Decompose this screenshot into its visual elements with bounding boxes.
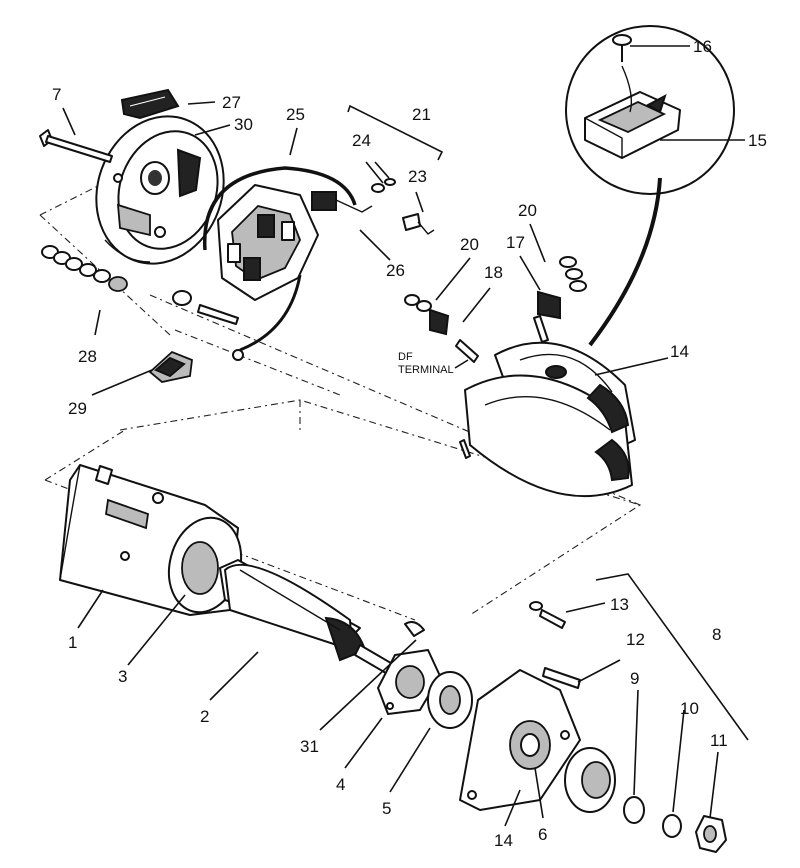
nut-11 bbox=[695, 815, 727, 853]
lock-washer-10 bbox=[662, 814, 682, 838]
screw-13 bbox=[539, 609, 566, 629]
terminal-hardware bbox=[404, 256, 587, 363]
small-hardware-23-24 bbox=[371, 178, 435, 235]
washer-stack-27 bbox=[41, 245, 128, 292]
callout-18: 17 bbox=[506, 233, 525, 252]
callout-13: 13 bbox=[610, 595, 629, 614]
leader-lines bbox=[62, 45, 745, 827]
df-terminal-label: DF TERMINAL bbox=[398, 351, 469, 376]
callout-23: 23 bbox=[408, 167, 427, 186]
screw-16 bbox=[612, 34, 632, 62]
callout-16: 16 bbox=[693, 37, 712, 56]
callout-21-upper: 20 bbox=[518, 201, 537, 220]
callout-24: 24 bbox=[352, 131, 371, 150]
callout-6: 6 bbox=[538, 825, 547, 844]
inset-detail-brush-holder bbox=[565, 25, 735, 347]
washer-9 bbox=[623, 796, 645, 824]
terminal-label: TERMINAL bbox=[398, 364, 454, 376]
callout-3: 3 bbox=[118, 667, 127, 686]
drive-end-frame-14 bbox=[459, 667, 581, 811]
callout-30: 30 bbox=[234, 115, 253, 134]
callout-12: 12 bbox=[626, 630, 645, 649]
bracket-22 bbox=[347, 104, 444, 161]
callout-22: 21 bbox=[412, 105, 431, 124]
washer-13 bbox=[529, 601, 543, 611]
callout-15: 15 bbox=[748, 131, 767, 150]
callout-17: 14 bbox=[670, 342, 689, 361]
bracket-8 bbox=[595, 573, 749, 741]
washer bbox=[172, 290, 192, 306]
callout-29: 29 bbox=[68, 399, 87, 418]
end-cap-30 bbox=[95, 115, 225, 265]
callout-14: 14 bbox=[494, 831, 513, 850]
callout-26: 26 bbox=[386, 261, 405, 280]
generator-frame-1 bbox=[59, 464, 243, 616]
callout-4: 4 bbox=[336, 775, 345, 794]
callout-5: 5 bbox=[382, 799, 391, 818]
brush-plate-assembly bbox=[197, 166, 373, 361]
callout-10: 10 bbox=[680, 699, 699, 718]
callout-31: 31 bbox=[300, 737, 319, 756]
callout-2: 2 bbox=[200, 707, 209, 726]
through-bolt-7 bbox=[39, 129, 113, 163]
bearing-5 bbox=[427, 671, 473, 729]
pulley bbox=[564, 747, 616, 813]
callout-11: 11 bbox=[710, 731, 728, 750]
brush-cover-29 bbox=[148, 350, 193, 383]
brush-cover-28 bbox=[120, 88, 180, 120]
field-coils-17 bbox=[459, 341, 636, 498]
callout-1: 1 bbox=[68, 633, 77, 652]
callout-7: 7 bbox=[52, 85, 61, 104]
callout-8: 8 bbox=[712, 625, 721, 644]
callout-20: 18 bbox=[484, 263, 503, 282]
df-label: DF bbox=[398, 351, 413, 363]
callout-25: 25 bbox=[286, 105, 305, 124]
callout-9: 9 bbox=[630, 669, 639, 688]
callout-28: 27 bbox=[222, 93, 241, 112]
callout-27: 28 bbox=[78, 347, 97, 366]
callout-numbers: 16 15 7 27 30 25 21 24 23 26 20 20 18 17… bbox=[52, 37, 767, 850]
callout-21-lower: 20 bbox=[460, 235, 479, 254]
